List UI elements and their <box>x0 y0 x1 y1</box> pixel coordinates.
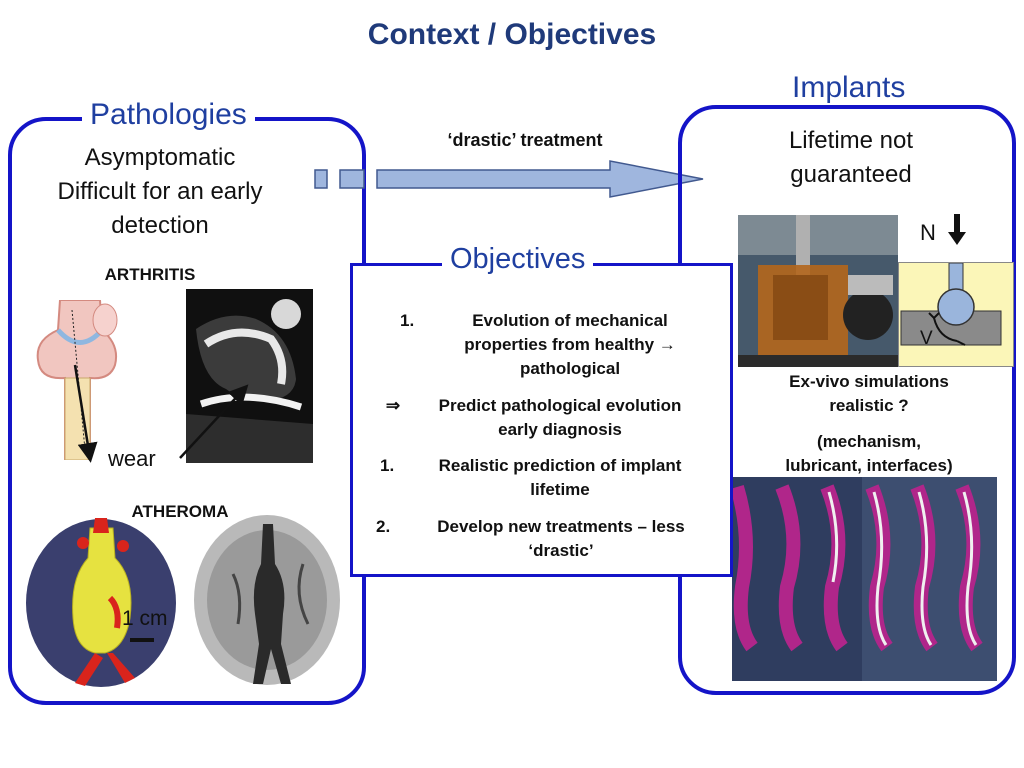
scale-label: 1 cm <box>122 607 168 630</box>
objective-item-1: 1. <box>400 311 415 330</box>
objective-item-3-text: Realistic prediction of implant lifetime <box>438 456 682 499</box>
pathologies-label: Pathologies <box>82 98 255 132</box>
scale-bar <box>130 638 154 642</box>
mechanism-text: (mechanism, lubricant, interfaces) <box>785 432 953 475</box>
test-rig-photo <box>738 215 898 367</box>
knee-mri-image <box>186 289 313 463</box>
objective-item-2-text: Predict pathological evolution early dia… <box>438 396 682 439</box>
exvivo-text: Ex-vivo simulations realistic ? <box>789 372 949 415</box>
wear-label: wear <box>105 446 159 472</box>
treatment-arrow <box>314 160 704 198</box>
objective-item-4-num: 2. <box>376 517 391 536</box>
aneurysm-model-image <box>25 518 177 688</box>
pathologies-description: Asymptomatic Difficult for an early dete… <box>57 144 263 239</box>
objective-arrow-symbol: ⇒ <box>385 396 401 415</box>
force-arrow-icon <box>948 214 966 245</box>
velocity-label: V <box>920 328 933 349</box>
atheroma-label: ATHEROMA <box>131 502 229 521</box>
angiography-image <box>193 514 341 686</box>
force-label: N <box>920 220 936 245</box>
implants-label: Implants <box>784 71 914 105</box>
objective-item-1-text: Evolution of mechanical properties from … <box>464 311 676 378</box>
objectives-box <box>350 263 733 577</box>
contact-schematic <box>898 262 1014 367</box>
objective-item-4-text: Develop new treatments – less ‘drastic’ <box>437 517 685 560</box>
arthritis-label: ARTHRITIS <box>104 265 196 284</box>
slide-title: Context / Objectives <box>367 18 657 51</box>
implants-lifetime-text: Lifetime not guaranteed <box>788 127 914 188</box>
wear-arrows <box>73 364 249 463</box>
objectives-label: Objectives <box>442 243 594 276</box>
drastic-treatment-label: ‘drastic’ treatment <box>447 130 603 150</box>
objective-item-3-num: 1. <box>380 456 395 475</box>
simulation-frames-image <box>730 477 997 681</box>
